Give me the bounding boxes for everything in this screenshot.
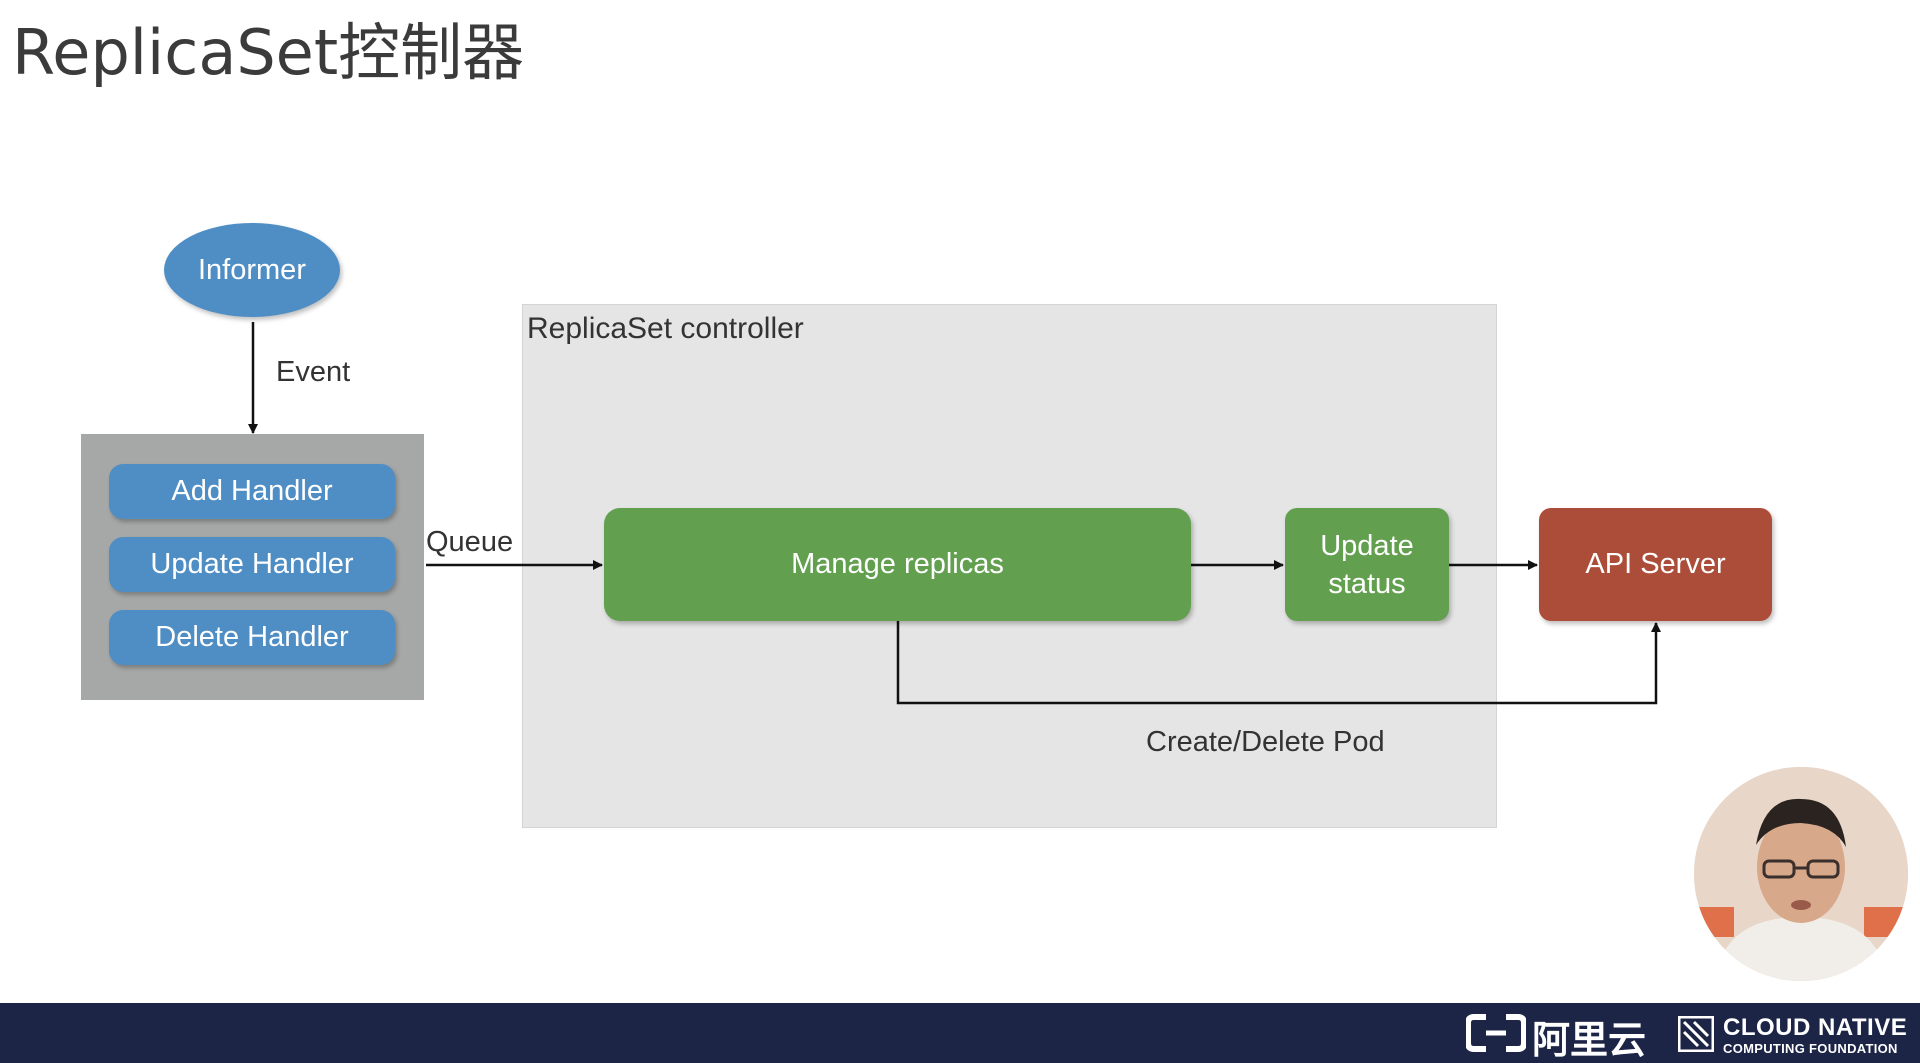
api-server-node: API Server [1539, 508, 1772, 621]
informer-node: Informer [164, 223, 340, 317]
controller-label: ReplicaSet controller [527, 312, 804, 345]
presenter-avatar [1694, 767, 1908, 981]
cncf-subtitle: COMPUTING FOUNDATION [1723, 1041, 1898, 1056]
presenter-icon [1694, 767, 1908, 981]
update-handler-label: Update Handler [150, 548, 354, 580]
queue-label: Queue [426, 526, 514, 558]
update-status-node: Update status [1285, 508, 1449, 621]
api-server-label: API Server [1585, 548, 1726, 580]
handler-group: Add Handler Update Handler Delete Handle… [81, 434, 424, 700]
manage-replicas-node: Manage replicas [604, 508, 1191, 621]
aliyun-text: 阿里云 [1532, 1020, 1647, 1062]
cncf-icon [1678, 1016, 1714, 1052]
aliyun-icon [1466, 1014, 1526, 1052]
update-status-line-2: status [1328, 567, 1406, 600]
update-status-line-1: Update [1320, 529, 1414, 562]
update-handler-node: Update Handler [109, 537, 395, 592]
event-label: Event [276, 356, 351, 388]
footer-bar [0, 1003, 1920, 1063]
delete-handler-node: Delete Handler [109, 610, 395, 665]
create-delete-pod-arrow [896, 621, 1661, 705]
create-delete-pod-label: Create/Delete Pod [1146, 726, 1385, 758]
add-handler-node: Add Handler [109, 464, 395, 519]
delete-handler-label: Delete Handler [155, 621, 349, 653]
informer-label: Informer [198, 253, 306, 286]
slide-title: ReplicaSet控制器 [12, 16, 525, 89]
add-handler-label: Add Handler [171, 475, 333, 507]
cncf-title: CLOUD NATIVE [1723, 1014, 1908, 1041]
manage-replicas-label: Manage replicas [791, 548, 1004, 580]
